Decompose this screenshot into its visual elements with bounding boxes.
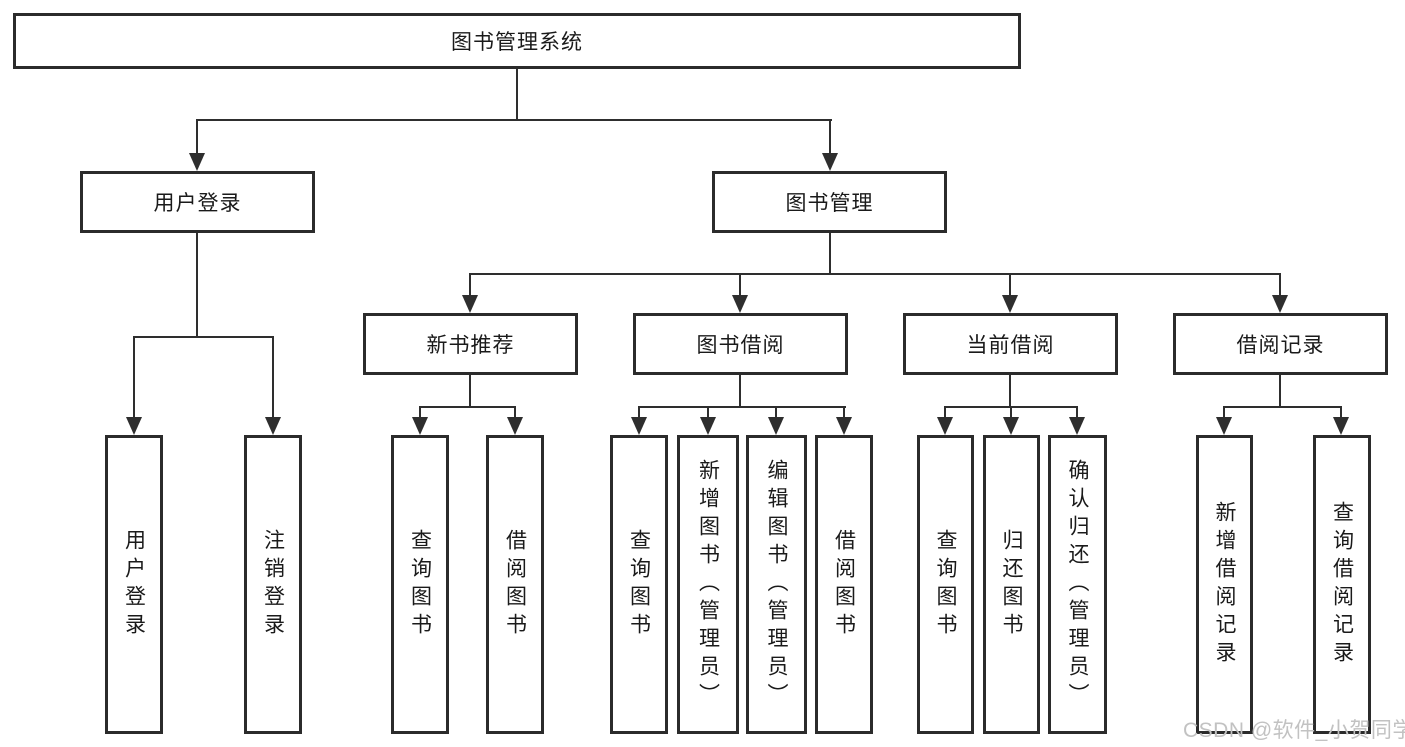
edge-line (419, 406, 516, 408)
edge-line (133, 336, 274, 338)
node-add-book-admin: 新增图书（管理员） (677, 435, 739, 734)
edge-line (1223, 406, 1342, 408)
edge-line (514, 406, 516, 419)
arrowhead (462, 295, 478, 313)
edge-line (638, 406, 640, 419)
node-borrowing-records: 借阅记录 (1173, 313, 1388, 375)
edge-line (1076, 406, 1078, 419)
node-query-books-3: 查询图书 (917, 435, 974, 734)
arrowhead (507, 417, 523, 435)
csdn-watermark: CSDN @软件_小贺同学 (1183, 719, 1405, 742)
arrowhead (822, 153, 838, 171)
edge-line (272, 336, 274, 419)
edge-line (638, 406, 846, 408)
arrowhead (1069, 417, 1085, 435)
arrowhead (1216, 417, 1232, 435)
edge-line (196, 119, 198, 155)
edge-line (707, 406, 709, 419)
edge-line (1340, 406, 1342, 419)
node-book-borrowing: 图书借阅 (633, 313, 848, 375)
arrowhead (265, 417, 281, 435)
node-query-books-2: 查询图书 (610, 435, 668, 734)
node-root: 图书管理系统 (13, 13, 1021, 69)
arrowhead (1002, 295, 1018, 313)
edge-line (1279, 375, 1281, 408)
arrowhead (1003, 417, 1019, 435)
node-user-login: 用户登录 (80, 171, 315, 233)
edge-line (843, 406, 845, 419)
edge-line (1279, 273, 1281, 297)
arrowhead (836, 417, 852, 435)
node-borrow-books-1: 借阅图书 (486, 435, 544, 734)
node-confirm-return-admin: 确认归还（管理员） (1048, 435, 1107, 734)
node-current-borrowing: 当前借阅 (903, 313, 1118, 375)
edge-line (829, 119, 831, 155)
edge-line (829, 233, 831, 275)
arrowhead (700, 417, 716, 435)
node-new-book-recommend: 新书推荐 (363, 313, 578, 375)
edge-line (944, 406, 946, 419)
node-borrow-books-2: 借阅图书 (815, 435, 873, 734)
edge-line (739, 273, 741, 297)
node-edit-book-admin: 编辑图书（管理员） (746, 435, 807, 734)
node-return-books: 归还图书 (983, 435, 1040, 734)
arrowhead (768, 417, 784, 435)
edge-line (1009, 273, 1011, 297)
edge-line (1010, 406, 1012, 419)
arrowhead (1272, 295, 1288, 313)
edge-line (196, 119, 832, 121)
edge-line (1009, 375, 1011, 408)
edge-line (469, 273, 471, 297)
arrowhead (631, 417, 647, 435)
edge-line (469, 375, 471, 408)
arrowhead (937, 417, 953, 435)
arrowhead (1333, 417, 1349, 435)
node-query-books-1: 查询图书 (391, 435, 449, 734)
node-query-borrow-record: 查询借阅记录 (1313, 435, 1371, 734)
edge-line (133, 336, 135, 419)
edge-line (1223, 406, 1225, 419)
arrowhead (732, 295, 748, 313)
edge-line (469, 273, 1281, 275)
node-logout: 注销登录 (244, 435, 302, 734)
edge-line (516, 68, 518, 121)
edge-line (775, 406, 777, 419)
node-add-borrow-record: 新增借阅记录 (1196, 435, 1253, 734)
node-book-management: 图书管理 (712, 171, 947, 233)
edge-line (196, 233, 198, 338)
edge-line (739, 375, 741, 408)
edge-line (419, 406, 421, 419)
node-user-login-leaf: 用户登录 (105, 435, 163, 734)
arrowhead (126, 417, 142, 435)
arrowhead (189, 153, 205, 171)
arrowhead (412, 417, 428, 435)
